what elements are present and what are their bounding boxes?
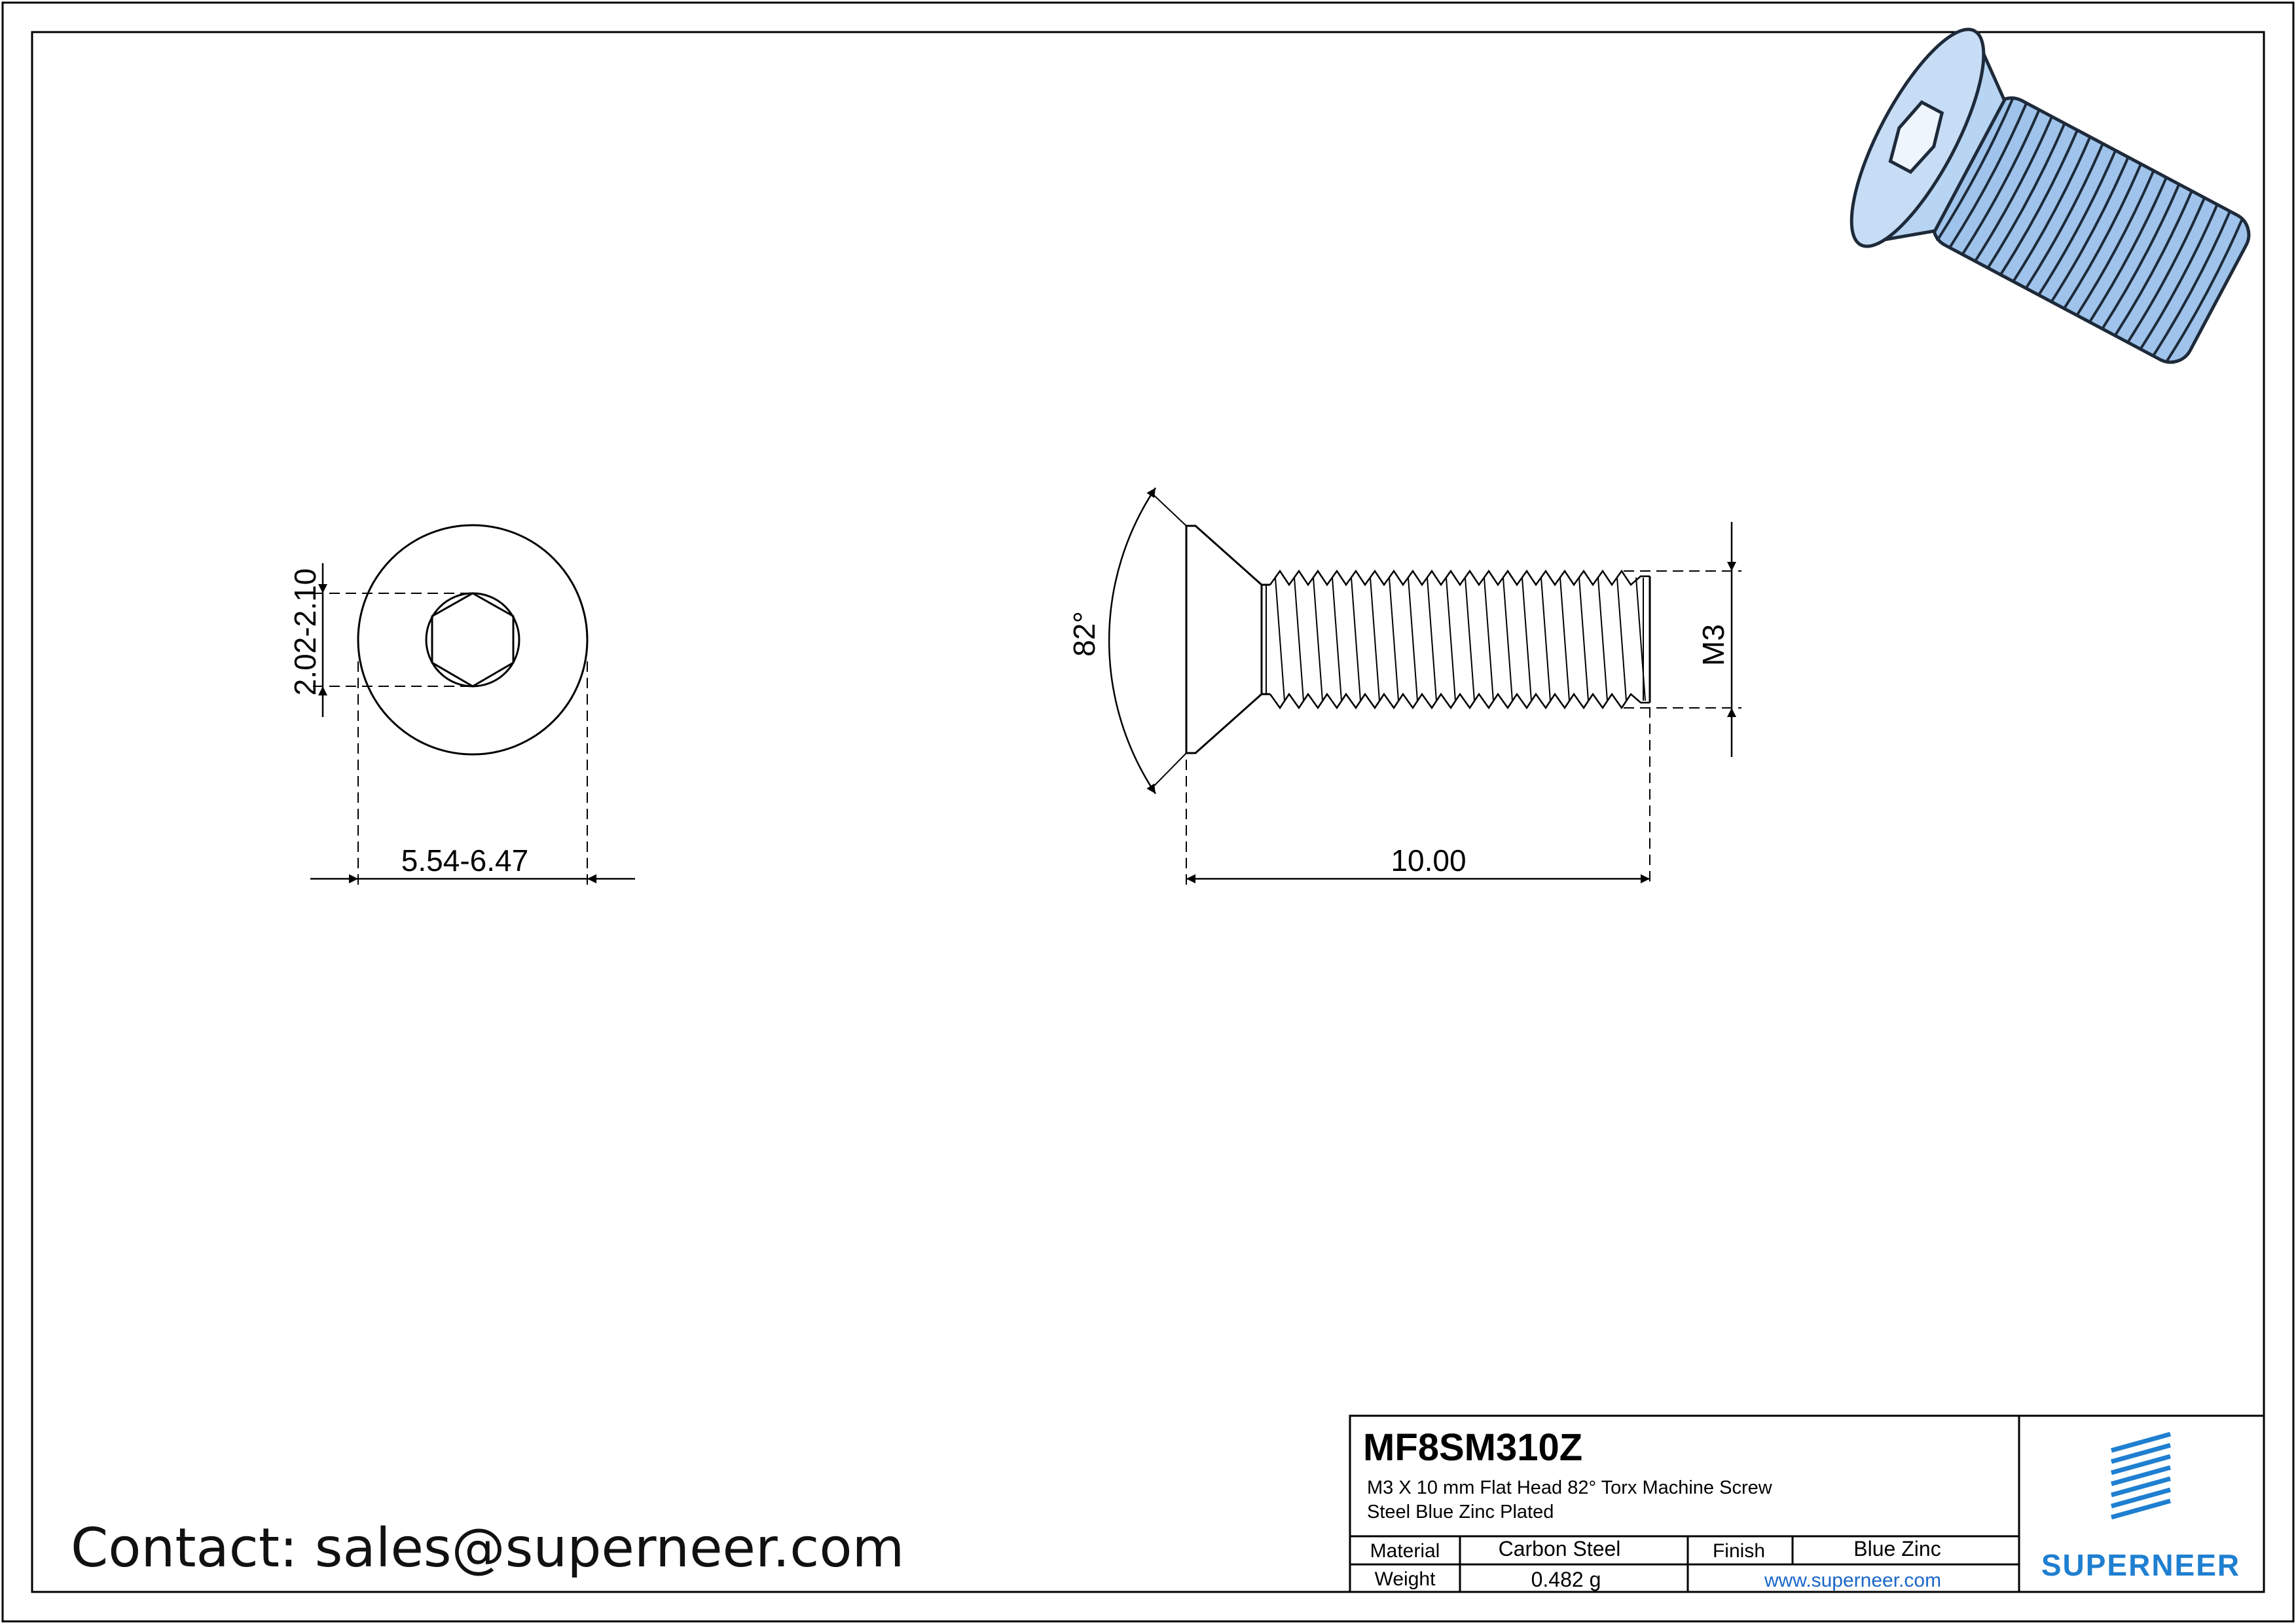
socket-circle	[425, 592, 520, 688]
angle-dimension-label: 82°	[1067, 611, 1101, 657]
inner-border	[31, 31, 2265, 1593]
thread-profile-top	[1269, 569, 1650, 587]
superneer-logo-icon	[2111, 1431, 2171, 1520]
hex-socket	[431, 592, 515, 688]
finish-value: Blue Zinc	[1853, 1537, 1941, 1560]
brand-name: SUPERNEER	[2041, 1548, 2240, 1582]
weight-value: 0.482 g	[1531, 1568, 1601, 1591]
thread-profile-bottom	[1269, 692, 1650, 710]
weight-label: Weight	[1375, 1568, 1436, 1590]
socket-dimension-label: 2.02-2.10	[288, 568, 322, 695]
part-finish-description: Steel Blue Zinc Plated	[1367, 1502, 1554, 1522]
length-dimension-label: 10.00	[1391, 843, 1466, 877]
screw-3d-render	[1850, 28, 2251, 364]
thread-helix	[1266, 577, 1646, 701]
part-number: MF8SM310Z	[1363, 1426, 1582, 1469]
material-value: Carbon Steel	[1499, 1537, 1621, 1560]
material-label: Material	[1370, 1540, 1440, 1562]
head-circle	[357, 524, 589, 756]
side-view	[1108, 487, 1741, 885]
screw-head	[1185, 525, 1263, 754]
diameter-dimension-label: 5.54-6.47	[401, 843, 528, 877]
finish-label: Finish	[1713, 1540, 1765, 1562]
website-link[interactable]: www.superneer.com	[1764, 1570, 1941, 1591]
contact-email[interactable]: Contact: sales@superneer.com	[71, 1517, 904, 1579]
part-description: M3 X 10 mm Flat Head 82° Torx Machine Sc…	[1367, 1477, 1773, 1498]
thread-dimension-label: M3	[1696, 624, 1730, 666]
top-view	[310, 524, 635, 885]
